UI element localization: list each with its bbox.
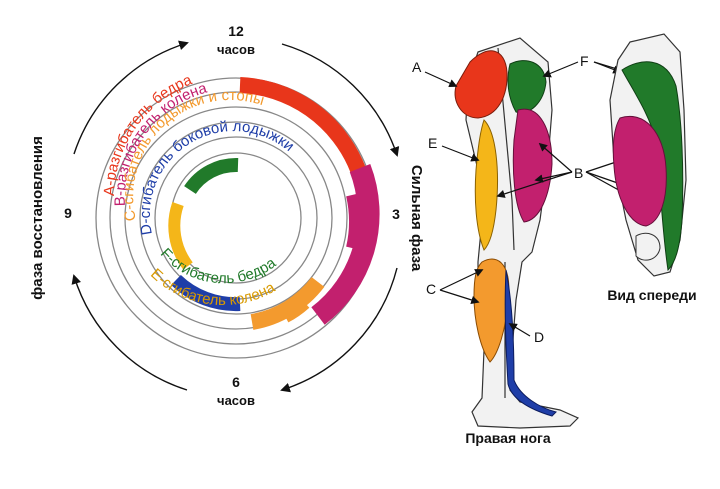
leg-pointers xyxy=(424,61,646,337)
clock-labels: 12 часов 6 часов 3 9 Сильная фаза фаза в… xyxy=(29,23,425,408)
ring-labels: A-разгибатель бедра B-разгибатель колена… xyxy=(101,71,297,309)
letter-f: F xyxy=(580,53,589,69)
arrow-6-to-9 xyxy=(71,274,188,391)
muscle-b-knee-extensor xyxy=(512,108,553,223)
rotation-arrows xyxy=(71,40,400,393)
power-phase-label: Сильная фаза xyxy=(408,165,425,272)
arrow-3-to-6 xyxy=(280,267,398,393)
letter-e: E xyxy=(428,135,437,151)
band-c-ankle-flexor xyxy=(250,276,325,330)
muscle-a-hip-extensor xyxy=(454,50,508,119)
front-muscle-b-knee-extensor xyxy=(612,115,667,227)
label-12-word: часов xyxy=(217,42,255,57)
band-b-knee-extensor xyxy=(311,164,380,325)
label-6-word: часов xyxy=(217,393,255,408)
front-view-knee xyxy=(635,232,661,261)
band-e-knee-flexor xyxy=(168,202,193,270)
band-c-ankle-flexor-2 xyxy=(283,300,310,323)
muscle-activity-bands xyxy=(168,77,380,330)
right-leg-illustration: A E C D B F Правая нога xyxy=(412,37,646,446)
letter-b: B xyxy=(574,165,583,181)
band-d-lateral-ankle-flexor xyxy=(171,274,241,312)
front-view-caption: Вид спереди xyxy=(607,287,696,303)
label-3-number: 3 xyxy=(392,206,400,222)
recovery-phase-label: фаза восстановления xyxy=(29,136,46,300)
label-6-number: 6 xyxy=(232,374,240,390)
band-b-knee-extensor-2 xyxy=(346,193,362,250)
band-f-hip-flexor xyxy=(184,157,239,195)
letter-a: A xyxy=(412,59,422,75)
letter-c: C xyxy=(426,281,436,297)
label-9-number: 9 xyxy=(64,205,72,221)
muscle-d-lateral-ankle-flexor xyxy=(504,269,557,417)
right-leg-caption: Правая нога xyxy=(465,430,551,446)
muscle-f-hip-flexor xyxy=(507,60,547,114)
letter-d: D xyxy=(534,329,544,345)
arrow-9-to-12 xyxy=(73,40,189,155)
front-view-illustration: Вид спереди xyxy=(607,33,697,303)
arrow-12-to-3 xyxy=(281,43,400,157)
label-12-number: 12 xyxy=(228,23,244,39)
pedal-clock: 12 часов 6 часов 3 9 Сильная фаза фаза в… xyxy=(29,23,425,408)
